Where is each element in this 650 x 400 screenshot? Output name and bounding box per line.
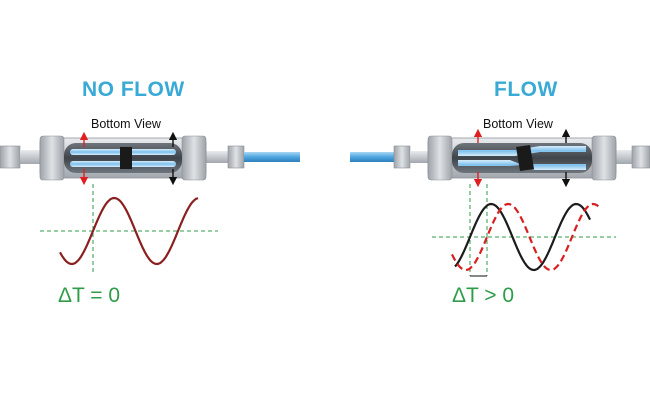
left-end-cap-right xyxy=(227,145,245,169)
left-end-cap-left xyxy=(0,145,21,169)
right-sine-wave-reference xyxy=(454,202,591,272)
left-driver-coil xyxy=(120,147,132,169)
panel-left-view-label: Bottom View xyxy=(91,117,161,131)
panel-right-view-label: Bottom View xyxy=(483,117,553,131)
left-flow-meter xyxy=(0,131,300,186)
left-outlet-pipe xyxy=(244,152,300,162)
left-flange-right xyxy=(181,135,207,181)
right-flange-right xyxy=(591,135,617,181)
left-waveform-group xyxy=(40,184,218,275)
left-flange-left xyxy=(39,135,65,181)
right-connector-right xyxy=(612,150,636,164)
right-driver-coil xyxy=(516,145,534,171)
right-flow-meter xyxy=(350,128,650,188)
right-flange-left xyxy=(427,135,453,181)
panel-right-title: FLOW xyxy=(494,78,558,101)
left-sine-wave xyxy=(59,196,199,266)
right-sine-wave-shifted xyxy=(451,202,601,272)
panel-left-delta-label: ΔT = 0 xyxy=(58,284,121,307)
left-connector-left xyxy=(20,150,40,164)
left-connector-right xyxy=(200,151,228,163)
right-end-cap-right xyxy=(631,145,650,169)
right-inlet-pipe xyxy=(350,152,394,162)
panel-left-title: NO FLOW xyxy=(82,78,185,101)
right-end-cap-left xyxy=(393,145,411,169)
panel-right-delta-label: ΔT > 0 xyxy=(452,284,515,307)
right-waveform-group xyxy=(432,184,616,277)
